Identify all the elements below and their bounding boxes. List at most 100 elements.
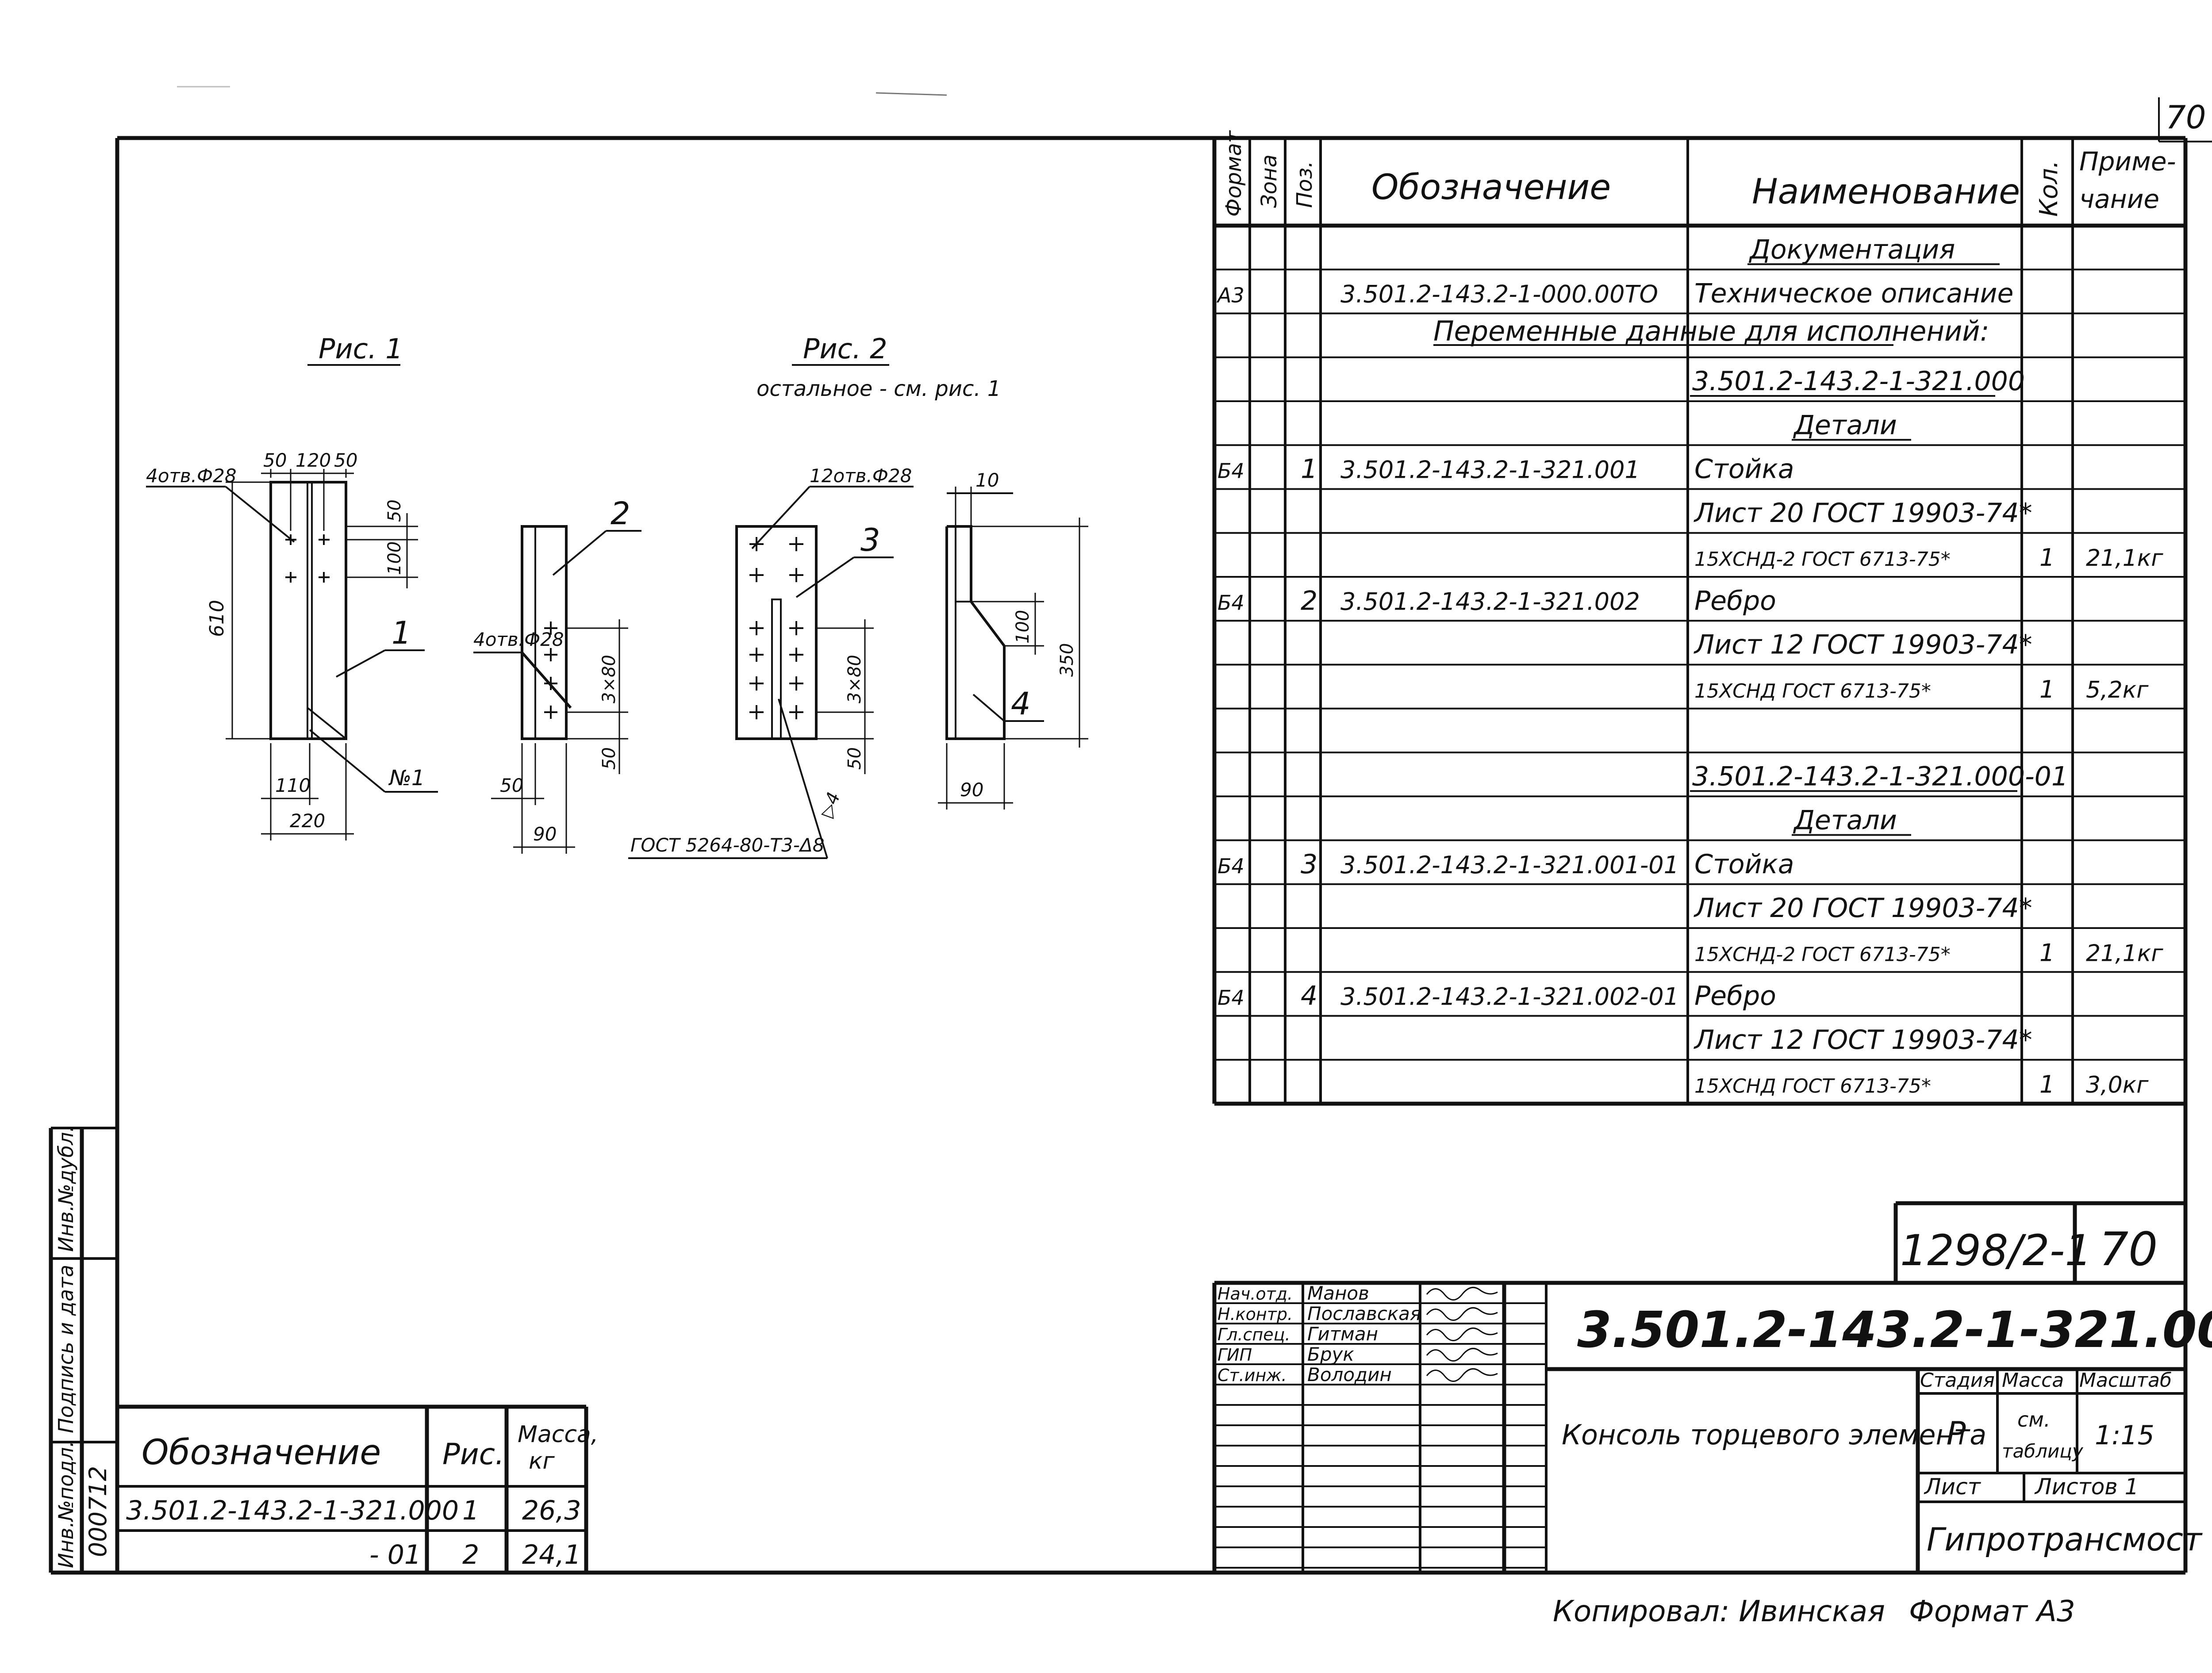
title-designation: 3.501.2-143.2-1-321.000 <box>1577 1301 2212 1359</box>
title-mass-2: таблицу <box>2002 1440 2084 1462</box>
label-holes-1b: 4отв.Ф28 <box>473 629 564 650</box>
spec-cell-designation: 3.501.2-143.2-1-321.001 <box>1340 456 1640 484</box>
spec-cell-name: 15ХСНД-2 ГОСТ 6713-75* <box>1694 548 1951 571</box>
spec-cell-designation: 3.501.2-143.2-1-321.002 <box>1340 587 1640 615</box>
label-weld-tag: ▷4 <box>817 790 844 820</box>
dim-f2-3x80: 3×80 <box>845 655 865 703</box>
title-stage: Р <box>1947 1415 1966 1452</box>
spec-header-note-2: чание <box>2079 184 2159 214</box>
spec-cell-name: 15ХСНД-2 ГОСТ 6713-75* <box>1694 943 1951 966</box>
stamp-inv-dubl: Инв.№дубл. <box>54 1126 78 1252</box>
title-mass-1: см. <box>2017 1408 2051 1431</box>
spec-cell-qty: 1 <box>2039 1071 2055 1098</box>
spec-variable-data: Переменные данные для исполнений: <box>1433 315 1989 347</box>
spec-cell-pos: 4 <box>1301 981 1317 1012</box>
top-sheet-number: 70 <box>2166 99 2206 136</box>
spec-header-qty: Кол. <box>2035 160 2063 217</box>
variants-header-mass-2: кг <box>529 1448 555 1474</box>
handwritten-signature <box>1426 1368 1498 1382</box>
dim-w50b: 50 <box>334 449 357 471</box>
spec-cell-name: 3.501.2-143.2-1-321.000-01 <box>1692 761 2068 792</box>
spec-header-note-1: Приме- <box>2079 146 2176 177</box>
spec-cell-name: Стойка <box>1694 849 1794 880</box>
signature-name: Брук <box>1307 1343 1354 1365</box>
signature-name: Володин <box>1307 1364 1392 1385</box>
label-gost-weld: ГОСТ 5264-80-Т3-Δ8 <box>630 834 824 856</box>
variants-table: Обозначение Рис. Масса, кг 3.501.2-143.2… <box>117 1404 598 1573</box>
spec-cell-pos: 3 <box>1301 849 1317 880</box>
signature-role: Н.контр. <box>1217 1305 1293 1324</box>
dim-s90: 90 <box>533 823 557 845</box>
title-sheet-no: 70 <box>2099 1222 2158 1276</box>
label-holes-2: 12отв.Ф28 <box>810 465 912 487</box>
title-scale-label: Масштаб <box>2079 1369 2172 1392</box>
handwritten-signature <box>1426 1327 1498 1341</box>
figure-1: Рис. 1 50 120 50 <box>146 333 641 854</box>
variants-row-1-designation: 3.501.2-143.2-1-321.000 <box>126 1495 459 1526</box>
spec-cell-name: Детали <box>1793 805 1897 836</box>
spec-cell-format: Б4 <box>1217 986 1244 1010</box>
pos-4: 4 <box>1011 686 1031 722</box>
spec-cell-format: Б4 <box>1217 854 1244 878</box>
dim-s3x80: 3×80 <box>599 655 619 703</box>
signature-role: Нач.отд. <box>1217 1284 1293 1304</box>
dim-s50v: 50 <box>599 747 619 770</box>
spec-header-designation: Обозначение <box>1371 168 1611 207</box>
stamp-inv-value: 000712 <box>84 1466 112 1557</box>
spec-cell-format: А3 <box>1216 284 1244 307</box>
spec-cell-name: Лист 12 ГОСТ 19903-74* <box>1694 629 2032 660</box>
spec-cell-format: Б4 <box>1217 459 1244 483</box>
pos-1: 1 <box>392 615 411 651</box>
title-mass-label: Масса <box>2002 1369 2064 1392</box>
spec-cell-qty: 1 <box>2039 675 2055 703</box>
handwritten-signature <box>1426 1347 1498 1362</box>
handwritten-signature <box>1426 1307 1498 1321</box>
spec-cell-name: Лист 12 ГОСТ 19903-74* <box>1694 1025 2032 1055</box>
variants-row-2-fig: 2 <box>462 1539 479 1570</box>
spec-cell-name: Техническое описание <box>1694 278 2013 309</box>
spec-cell-name: 3.501.2-143.2-1-321.000 <box>1692 366 2025 397</box>
spec-header-pos: Поз. <box>1292 161 1317 208</box>
footer-format: Формат А3 <box>1909 1594 2075 1628</box>
spec-cell-name: Лист 20 ГОСТ 19903-74* <box>1694 893 2032 924</box>
dim-h610: 610 <box>206 600 228 637</box>
dim-w120: 120 <box>296 449 331 471</box>
title-organization: Гипротрансмост <box>1927 1521 2203 1558</box>
spec-header-zone: Зона <box>1257 154 1282 208</box>
dim-f2-50: 50 <box>845 747 865 770</box>
variants-row-2-mass: 24,1 <box>522 1539 581 1570</box>
dim-h50: 50 <box>384 499 405 522</box>
spec-cell-note: 5,2кг <box>2086 677 2149 703</box>
signature-name: Манов <box>1307 1282 1369 1304</box>
dim-b220: 220 <box>290 810 325 832</box>
dim-f2-10: 10 <box>975 469 999 491</box>
spec-cell-name: 15ХСНД ГОСТ 6713-75* <box>1694 1075 1931 1097</box>
footer-copied-by: Копировал: Ивинская <box>1553 1594 1885 1628</box>
dim-h100: 100 <box>384 541 405 575</box>
spec-cell-name: Лист 20 ГОСТ 19903-74* <box>1694 498 2032 529</box>
frame <box>51 136 2188 1575</box>
fig2-subtitle: остальное - см. рис. 1 <box>757 376 1001 401</box>
variants-header-designation: Обозначение <box>142 1433 381 1473</box>
figure-2: Рис. 2 остальное - см. рис. 1 12отв.Ф28 … <box>628 333 1088 859</box>
spec-cell-pos: 2 <box>1301 585 1317 616</box>
title-album-code: 1298/2-1 <box>1900 1226 2092 1275</box>
spec-cell-qty: 1 <box>2039 939 2055 967</box>
spec-cell-format: Б4 <box>1217 591 1244 614</box>
spec-cell-name: Ребро <box>1694 585 1776 616</box>
spec-cell-designation: 3.501.2-143.2-1-321.001-01 <box>1340 851 1679 879</box>
fig1-title: Рис. 1 <box>319 333 403 365</box>
spec-cell-name: Документация <box>1748 234 1955 265</box>
signature-role: ГИП <box>1217 1345 1252 1365</box>
spec-header-format: Формат <box>1221 130 1246 217</box>
specification-table: Формат Зона Поз. Обозначение Наименовани… <box>1212 130 2185 1106</box>
dim-s50: 50 <box>500 775 523 796</box>
stamp-sign-date: Подпись и дата <box>54 1265 78 1433</box>
label-weld: №1 <box>388 766 425 790</box>
spec-cell-note: 21,1кг <box>2086 545 2163 572</box>
variants-row-2-designation: - 01 <box>369 1539 421 1570</box>
spec-cell-name: Детали <box>1793 410 1897 441</box>
fig2-title: Рис. 2 <box>803 333 887 365</box>
signature-role: Ст.инж. <box>1217 1366 1287 1385</box>
